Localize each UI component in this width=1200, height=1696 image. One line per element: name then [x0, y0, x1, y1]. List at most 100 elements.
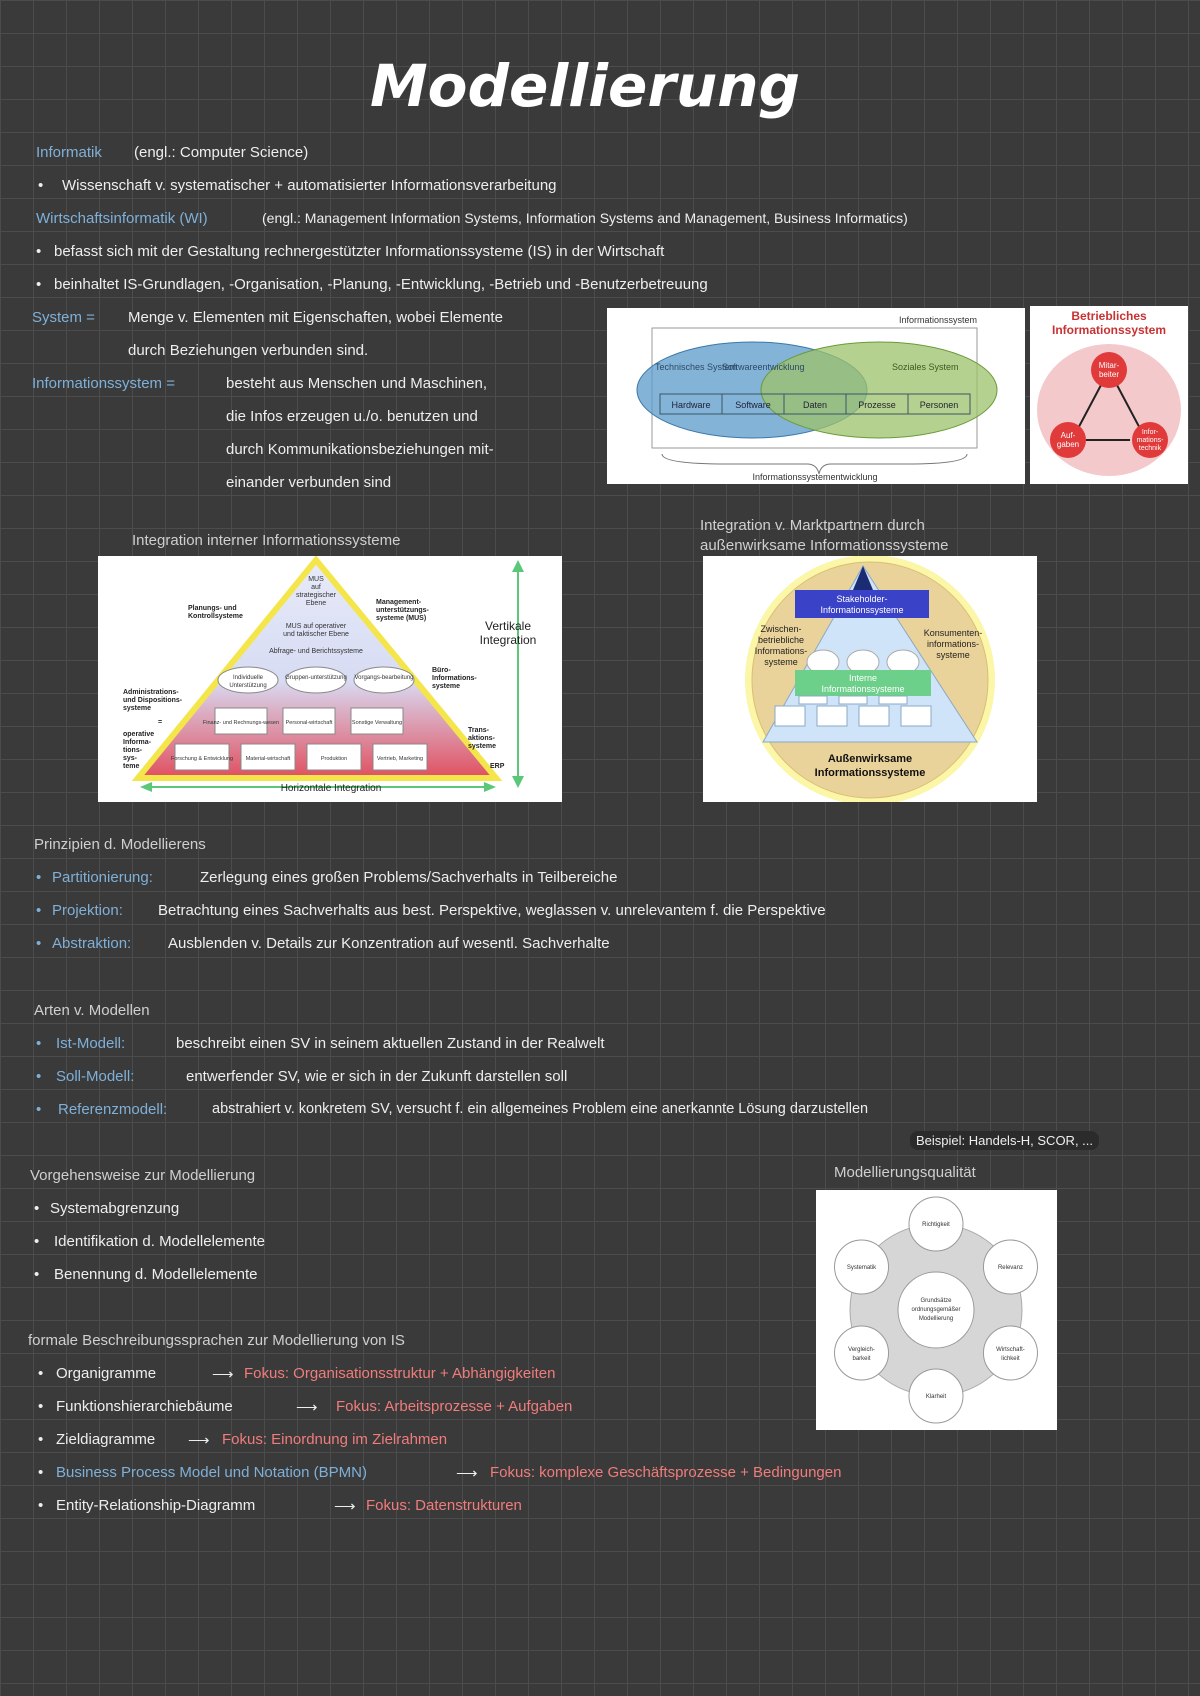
quality-node-label: Richtigkeit [922, 1222, 950, 1228]
formal-focus-4: Fokus: komplexe Geschäftsprozesse + Bedi… [490, 1464, 842, 1481]
bis-title-line-2: Informationssystem [1052, 323, 1166, 337]
approach-item-1: Systemabgrenzung [50, 1200, 180, 1217]
model-text-2: entwerfender SV, wie er sich in der Zuku… [186, 1068, 568, 1085]
svg-text:Stakeholder-: Stakeholder- [836, 594, 887, 604]
arrow-right-icon: ⟶ [188, 1432, 210, 1449]
bullet-icon: • [36, 869, 42, 886]
formal-term-1: Organigramme [56, 1365, 157, 1382]
quality-node-label: Wirtschaft- [996, 1347, 1025, 1353]
arrow-right-icon: ⟶ [334, 1498, 356, 1515]
svg-text:aktions-: aktions- [468, 735, 496, 742]
svg-text:Kontrollsysteme: Kontrollsysteme [188, 613, 243, 620]
formal-term-5: Entity-Relationship-Diagramm [56, 1497, 256, 1514]
svg-text:und taktischer Ebene: und taktischer Ebene [283, 631, 349, 638]
quality-node-label: barkeit [853, 1356, 871, 1362]
svg-text:Vertikale: Vertikale [485, 619, 531, 633]
is-definition-1: besteht aus Menschen und Maschinen, [226, 375, 487, 392]
approach-item-3: Benennung d. Modellelemente [54, 1266, 258, 1283]
pyramid-box-label: Produktion [321, 756, 347, 762]
pyramid-box [306, 743, 362, 771]
pyramid-box [900, 705, 932, 727]
principle-text-3: Ausblenden v. Details zur Konzentration … [168, 935, 610, 952]
bullet-icon: • [36, 902, 42, 919]
svg-text:MUS auf operativer: MUS auf operativer [286, 623, 347, 630]
svg-text:unterstützungs-: unterstützungs- [376, 607, 430, 614]
pyramid-horizontal: Horizontale Integration [281, 783, 382, 794]
svg-text:Informations-: Informations- [755, 646, 808, 656]
is-definition-3: durch Kommunikationsbeziehungen mit- [226, 441, 494, 458]
internal-integration-pyramid: MUS auf strategischer Ebene MUS auf oper… [98, 555, 562, 802]
pyramid-level-3: Abfrage- und Berichtssysteme [269, 648, 363, 655]
formal-focus-3: Fokus: Einordnung im Zielrahmen [222, 1431, 448, 1448]
bullet-icon: • [38, 1464, 44, 1481]
model-text-3: abstrahiert v. konkretem SV, versucht f.… [212, 1101, 869, 1117]
pyramid-box [174, 743, 230, 771]
wi-engl: (engl.: Management Information Systems, … [262, 210, 908, 226]
svg-text:Außenwirksame: Außenwirksame [828, 753, 912, 765]
svg-text:teme: teme [123, 763, 139, 770]
svg-text:Informationssysteme: Informationssysteme [820, 605, 903, 615]
bullet-icon: • [36, 935, 42, 952]
svg-text:systeme: systeme [123, 705, 151, 712]
informatik-term: Informatik [36, 144, 102, 161]
quality-caption: Modellierungsqualität [834, 1164, 976, 1181]
bullet-icon: • [36, 1035, 42, 1052]
principle-text-2: Betrachtung eines Sachverhalts aus best.… [158, 902, 826, 919]
pyramid-box [816, 705, 848, 727]
pyramid-oval [217, 666, 279, 694]
pyramid-oval [353, 666, 415, 694]
svg-text:Informationssysteme: Informationssysteme [815, 767, 926, 779]
pyramid-left-eq: = [158, 719, 162, 726]
pyramid-oval-label: Vorgangs-bearbeitung [354, 675, 413, 681]
svg-text:MUS: MUS [308, 576, 324, 583]
principle-text-1: Zerlegung eines großen Problems/Sachverh… [200, 869, 618, 886]
formal-term-2: Funktionshierarchiebäume [56, 1398, 233, 1415]
bullet-icon: • [36, 1068, 42, 1085]
svg-text:betriebliche: betriebliche [758, 635, 804, 645]
venn-technical-system: Technisches System [655, 362, 737, 372]
pyramid-box-label: Material-wirtschaft [246, 756, 291, 762]
model-term-1: Ist-Modell: [56, 1035, 126, 1052]
pyramid-box [798, 695, 828, 705]
bullet-icon: • [34, 1233, 40, 1250]
bullet-icon: • [38, 1398, 44, 1415]
svg-text:tions-: tions- [123, 747, 143, 754]
pyramid-box [372, 743, 428, 771]
arrow-right-icon: ⟶ [296, 1399, 318, 1416]
formal-focus-2: Fokus: Arbeitsprozesse + Aufgaben [336, 1398, 573, 1415]
pyramid-oval [285, 666, 347, 694]
svg-text:technik: technik [1139, 445, 1162, 452]
business-information-system-diagram: Betriebliches Informationssystem Mitar- … [1030, 306, 1188, 484]
bullet-icon: • [38, 1365, 44, 1382]
pyramid-caption: Integration interner Informationssysteme [132, 532, 401, 549]
quality-node-label: Systematik [847, 1265, 877, 1271]
models-example: Beispiel: Handels-H, SCOR, ... [910, 1131, 1100, 1150]
pyramid-box [838, 695, 868, 705]
svg-text:systeme (MUS): systeme (MUS) [376, 615, 426, 622]
system-term: System = [32, 309, 95, 326]
formal-term-3: Zieldiagramme [56, 1431, 156, 1448]
svg-text:strategischer: strategischer [296, 592, 337, 599]
svg-text:Zwischen-: Zwischen- [760, 624, 801, 634]
quality-node-label: lichkeit [1001, 1356, 1020, 1362]
svg-text:Informationssysteme: Informationssysteme [821, 684, 904, 694]
svg-text:Management-: Management- [376, 599, 422, 606]
pyramid-box [240, 743, 296, 771]
bis-node-tasks: Auf- [1061, 431, 1076, 440]
bis-node-employees: Mitar- [1099, 361, 1120, 370]
model-text-1: beschreibt einen SV in seinem aktuellen … [176, 1035, 605, 1052]
svg-text:systeme: systeme [432, 683, 460, 690]
svg-text:Büro-: Büro- [432, 667, 451, 674]
principle-term-3: Abstraktion: [52, 935, 132, 952]
pyramid-box [878, 695, 908, 705]
bullet-icon: • [36, 243, 42, 260]
svg-text:sys-: sys- [123, 755, 138, 762]
formal-heading: formale Beschreibungssprachen zur Modell… [28, 1332, 405, 1349]
model-term-3: Referenzmodell: [58, 1101, 168, 1118]
quality-node-label: Relevanz [998, 1265, 1023, 1271]
quality-node-label: Klarheit [926, 1394, 947, 1400]
svg-text:Planungs- und: Planungs- und [188, 605, 237, 612]
pyramid-box-label: Sonstige Verwaltung [352, 720, 402, 726]
formal-term-4: Business Process Model und Notation (BPM… [56, 1464, 367, 1481]
svg-text:gaben: gaben [1057, 440, 1079, 449]
